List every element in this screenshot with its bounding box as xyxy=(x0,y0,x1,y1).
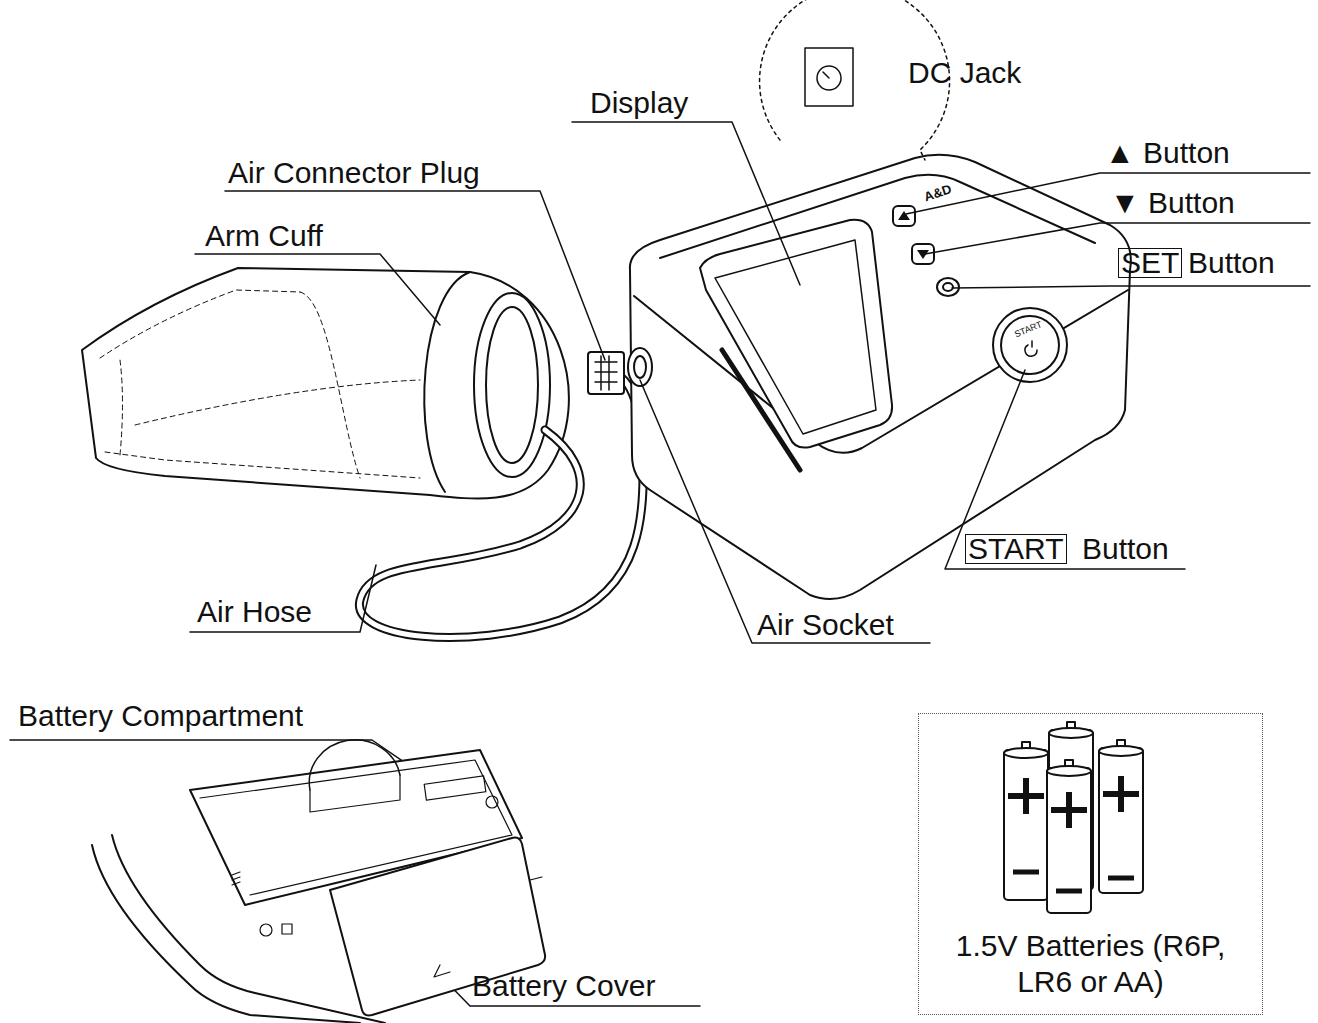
leader-lines xyxy=(10,122,1310,1006)
button-label: ▼ Button xyxy=(1110,185,1235,221)
button-name: SET xyxy=(1118,248,1182,278)
battery-spec-text: 1.5V Batteries (R6P, LR6 or AA) xyxy=(953,928,1228,1000)
air-hose-drawing xyxy=(359,378,643,637)
button-label: Button xyxy=(1082,531,1169,567)
part-label: Air Hose xyxy=(197,594,312,630)
button-label: ▲ Button xyxy=(1105,135,1230,171)
monitor-drawing xyxy=(628,155,1131,599)
batteries-drawing xyxy=(1004,722,1143,913)
battery-spec-box: 1.5V Batteries (R6P, LR6 or AA) xyxy=(918,713,1263,1015)
part-label: DC Jack xyxy=(908,55,1021,91)
part-label: Air Socket xyxy=(757,607,894,643)
button-name: START xyxy=(965,534,1067,564)
part-label: Battery Cover xyxy=(472,968,655,1004)
part-label: Arm Cuff xyxy=(205,218,323,254)
part-label: Battery Compartment xyxy=(18,698,303,734)
part-label: Display xyxy=(590,85,688,121)
button-label: Button xyxy=(1188,245,1275,281)
arm-cuff-drawing xyxy=(82,268,569,499)
air-connector-plug-drawing xyxy=(588,352,624,394)
part-label: Air Connector Plug xyxy=(228,155,480,191)
